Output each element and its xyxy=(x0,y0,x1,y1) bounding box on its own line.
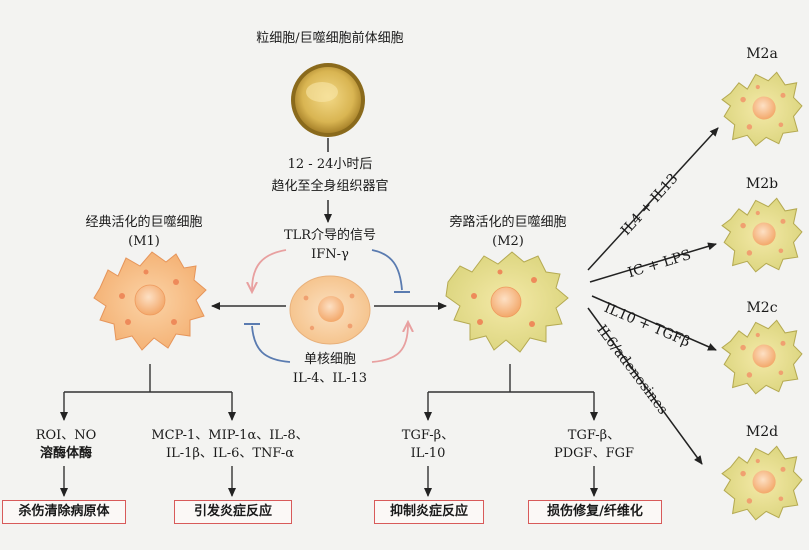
m2-products-b-line2: PDGF、FGF xyxy=(554,446,634,461)
tlr-activation-arrow xyxy=(252,249,287,290)
migration-label: 趋化至全身组织器官 xyxy=(271,179,389,194)
monocyte-cell xyxy=(289,275,371,345)
m2-title: 旁路活化的巨噬细胞 xyxy=(449,215,567,230)
m2b-label: M2b xyxy=(745,176,779,192)
m2c-cell xyxy=(721,319,803,395)
m2-outcome-a-box: 抑制炎症反应 xyxy=(374,500,484,524)
time-label: 12 - 24小时后 xyxy=(287,157,373,172)
precursor-cell xyxy=(291,63,365,137)
il4-il13-label: IL-4、IL-13 xyxy=(292,371,368,386)
m2-subtitle: (M2) xyxy=(492,234,524,249)
subtype-arrows xyxy=(587,127,719,465)
m1-products-a-line1: ROI、NO xyxy=(35,428,97,443)
m2-products-a-line2: IL-10 xyxy=(410,446,446,461)
il4-inhibition-line xyxy=(251,325,291,363)
m1-products-b-line2: IL-1β、IL-6、TNF-α xyxy=(165,446,295,461)
ifn-inhibition-line xyxy=(371,249,403,291)
m2c-label: M2c xyxy=(746,300,778,316)
tlr-signal-label: TLR介导的信号 xyxy=(283,228,377,243)
m1-products-a-line2: 溶酶体酶 xyxy=(39,446,93,461)
m1-title: 经典活化的巨噬细胞 xyxy=(85,215,203,230)
m1-branch xyxy=(60,364,236,497)
ifn-gamma-label: IFN-γ xyxy=(311,247,349,262)
m2d-label: M2d xyxy=(745,424,779,440)
il4-activation-arrow xyxy=(371,324,408,363)
m2-macrophage xyxy=(445,251,569,353)
m1-subtitle: (M1) xyxy=(128,234,160,249)
m2d-cell xyxy=(721,445,803,521)
m2a-label: M2a xyxy=(746,46,778,62)
m1-products-b-line1: MCP-1、MIP-1α、IL-8、 xyxy=(151,428,309,443)
m2b-cell xyxy=(721,197,803,273)
m2-products-b-line1: TGF-β、 xyxy=(567,428,621,443)
m2-branch xyxy=(424,364,598,497)
m2a-cell xyxy=(721,71,803,147)
monocyte-label: 单核细胞 xyxy=(303,352,357,367)
m2-products-a-line1: TGF-β、 xyxy=(401,428,455,443)
m1-macrophage xyxy=(93,251,207,351)
precursor-label: 粒细胞/巨噬细胞前体细胞 xyxy=(256,31,404,46)
m1-outcome-b-box: 引发炎症反应 xyxy=(174,500,292,524)
m1-outcome-a-box: 杀伤清除病原体 xyxy=(2,500,126,524)
m2-outcome-b-box: 损伤修复/纤维化 xyxy=(528,500,662,524)
